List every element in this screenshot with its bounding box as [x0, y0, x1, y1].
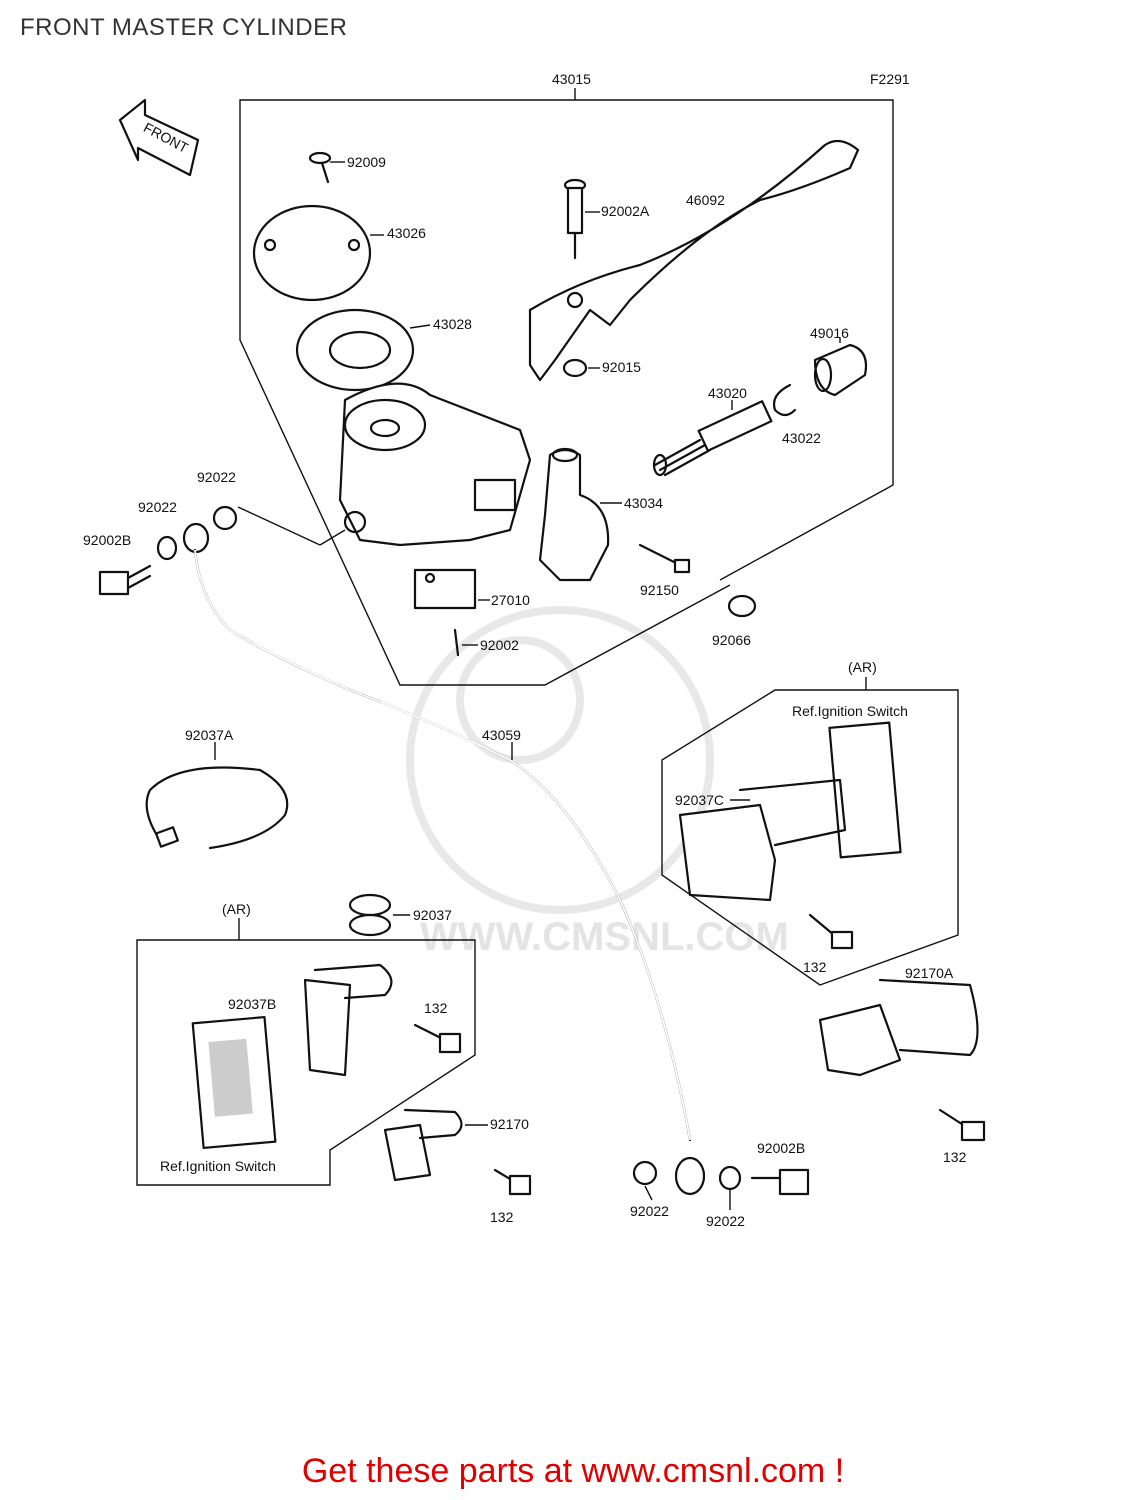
- page-title: FRONT MASTER CYLINDER: [20, 14, 348, 41]
- label-92066: 92066: [712, 632, 751, 648]
- ar-left-label: (AR): [222, 901, 251, 917]
- clamp-43034-icon: [538, 447, 622, 582]
- watermark-text: WWW.CMSNL.COM: [420, 915, 789, 959]
- screw-92009-icon: [308, 151, 345, 184]
- label-92037A: 92037A: [185, 727, 234, 743]
- bracket-92170A-icon: [818, 978, 986, 1142]
- assembly-outline: [239, 88, 894, 686]
- label-92037: 92037: [413, 907, 452, 923]
- nut-92015-icon: [562, 358, 600, 378]
- reservoir-cap-icon: [252, 204, 384, 302]
- label-92009: 92009: [347, 154, 386, 170]
- banjo-bolt-top-icon: [98, 505, 346, 596]
- ref-ignition-switch-left: Ref.Ignition Switch: [160, 1158, 276, 1174]
- band-92037A-icon: [145, 742, 289, 850]
- diaphragm-icon: [295, 308, 431, 392]
- label-43028: 43028: [433, 316, 472, 332]
- ref-ignition-switch-right: Ref.Ignition Switch: [792, 703, 908, 719]
- label-43059: 43059: [482, 727, 521, 743]
- label-92002A: 92002A: [601, 203, 650, 219]
- label-92022-a: 92022: [197, 469, 236, 485]
- ar-right-label: (AR): [848, 659, 877, 675]
- master-cylinder-body-icon: [338, 382, 532, 547]
- pivot-bolt-92002A-icon: [563, 178, 600, 260]
- label-132-right-2: 132: [943, 1149, 967, 1165]
- right-ar-box: [661, 677, 959, 986]
- banjo-bolt-bottom-icon: [632, 1160, 810, 1210]
- label-43020: 43020: [708, 385, 747, 401]
- label-92022-d: 92022: [706, 1213, 745, 1229]
- clip-92170-icon: [383, 1108, 532, 1196]
- label-92037B: 92037B: [228, 996, 276, 1012]
- label-92002B-right: 92002B: [757, 1140, 805, 1156]
- label-132-bottom: 132: [490, 1209, 514, 1225]
- boot-49016-icon: [813, 338, 868, 397]
- label-43026: 43026: [387, 225, 426, 241]
- grommet-92037-icon: [348, 893, 410, 937]
- label-92022-c: 92022: [630, 1203, 669, 1219]
- label-46092: 46092: [686, 192, 725, 208]
- label-92002B-left: 92002B: [83, 532, 131, 548]
- label-92037C: 92037C: [675, 792, 724, 808]
- label-92022-b: 92022: [138, 499, 177, 515]
- left-ar-box: [136, 918, 476, 1186]
- label-92150: 92150: [640, 582, 679, 598]
- label-92170: 92170: [490, 1116, 529, 1132]
- brake-switch-27010-icon: [413, 568, 490, 610]
- label-49016: 49016: [810, 325, 849, 341]
- label-43015: 43015: [552, 71, 591, 87]
- label-27010: 27010: [491, 592, 530, 608]
- label-92002: 92002: [480, 637, 519, 653]
- watermark: WWW.CMSNL.COM: [406, 606, 789, 959]
- label-132-right-1: 132: [803, 959, 827, 975]
- label-132-left: 132: [424, 1000, 448, 1016]
- screw-92002-icon: [453, 628, 478, 657]
- figure-code: F2291: [870, 71, 910, 87]
- footer-link[interactable]: Get these parts at www.cmsnl.com !: [301, 1452, 845, 1490]
- piston-spring-icon: [652, 400, 773, 477]
- label-92015: 92015: [602, 359, 641, 375]
- bolt-92150-icon: [638, 543, 691, 574]
- label-92170A: 92170A: [905, 965, 954, 981]
- brake-hose-43059-icon: [193, 548, 706, 1196]
- brake-lever-icon: [528, 139, 860, 382]
- circlip-43022-icon: [772, 383, 797, 417]
- front-arrow-icon: FRONT: [118, 98, 200, 177]
- label-43022: 43022: [782, 430, 821, 446]
- label-43034: 43034: [624, 495, 663, 511]
- cap-92066-icon: [727, 594, 757, 618]
